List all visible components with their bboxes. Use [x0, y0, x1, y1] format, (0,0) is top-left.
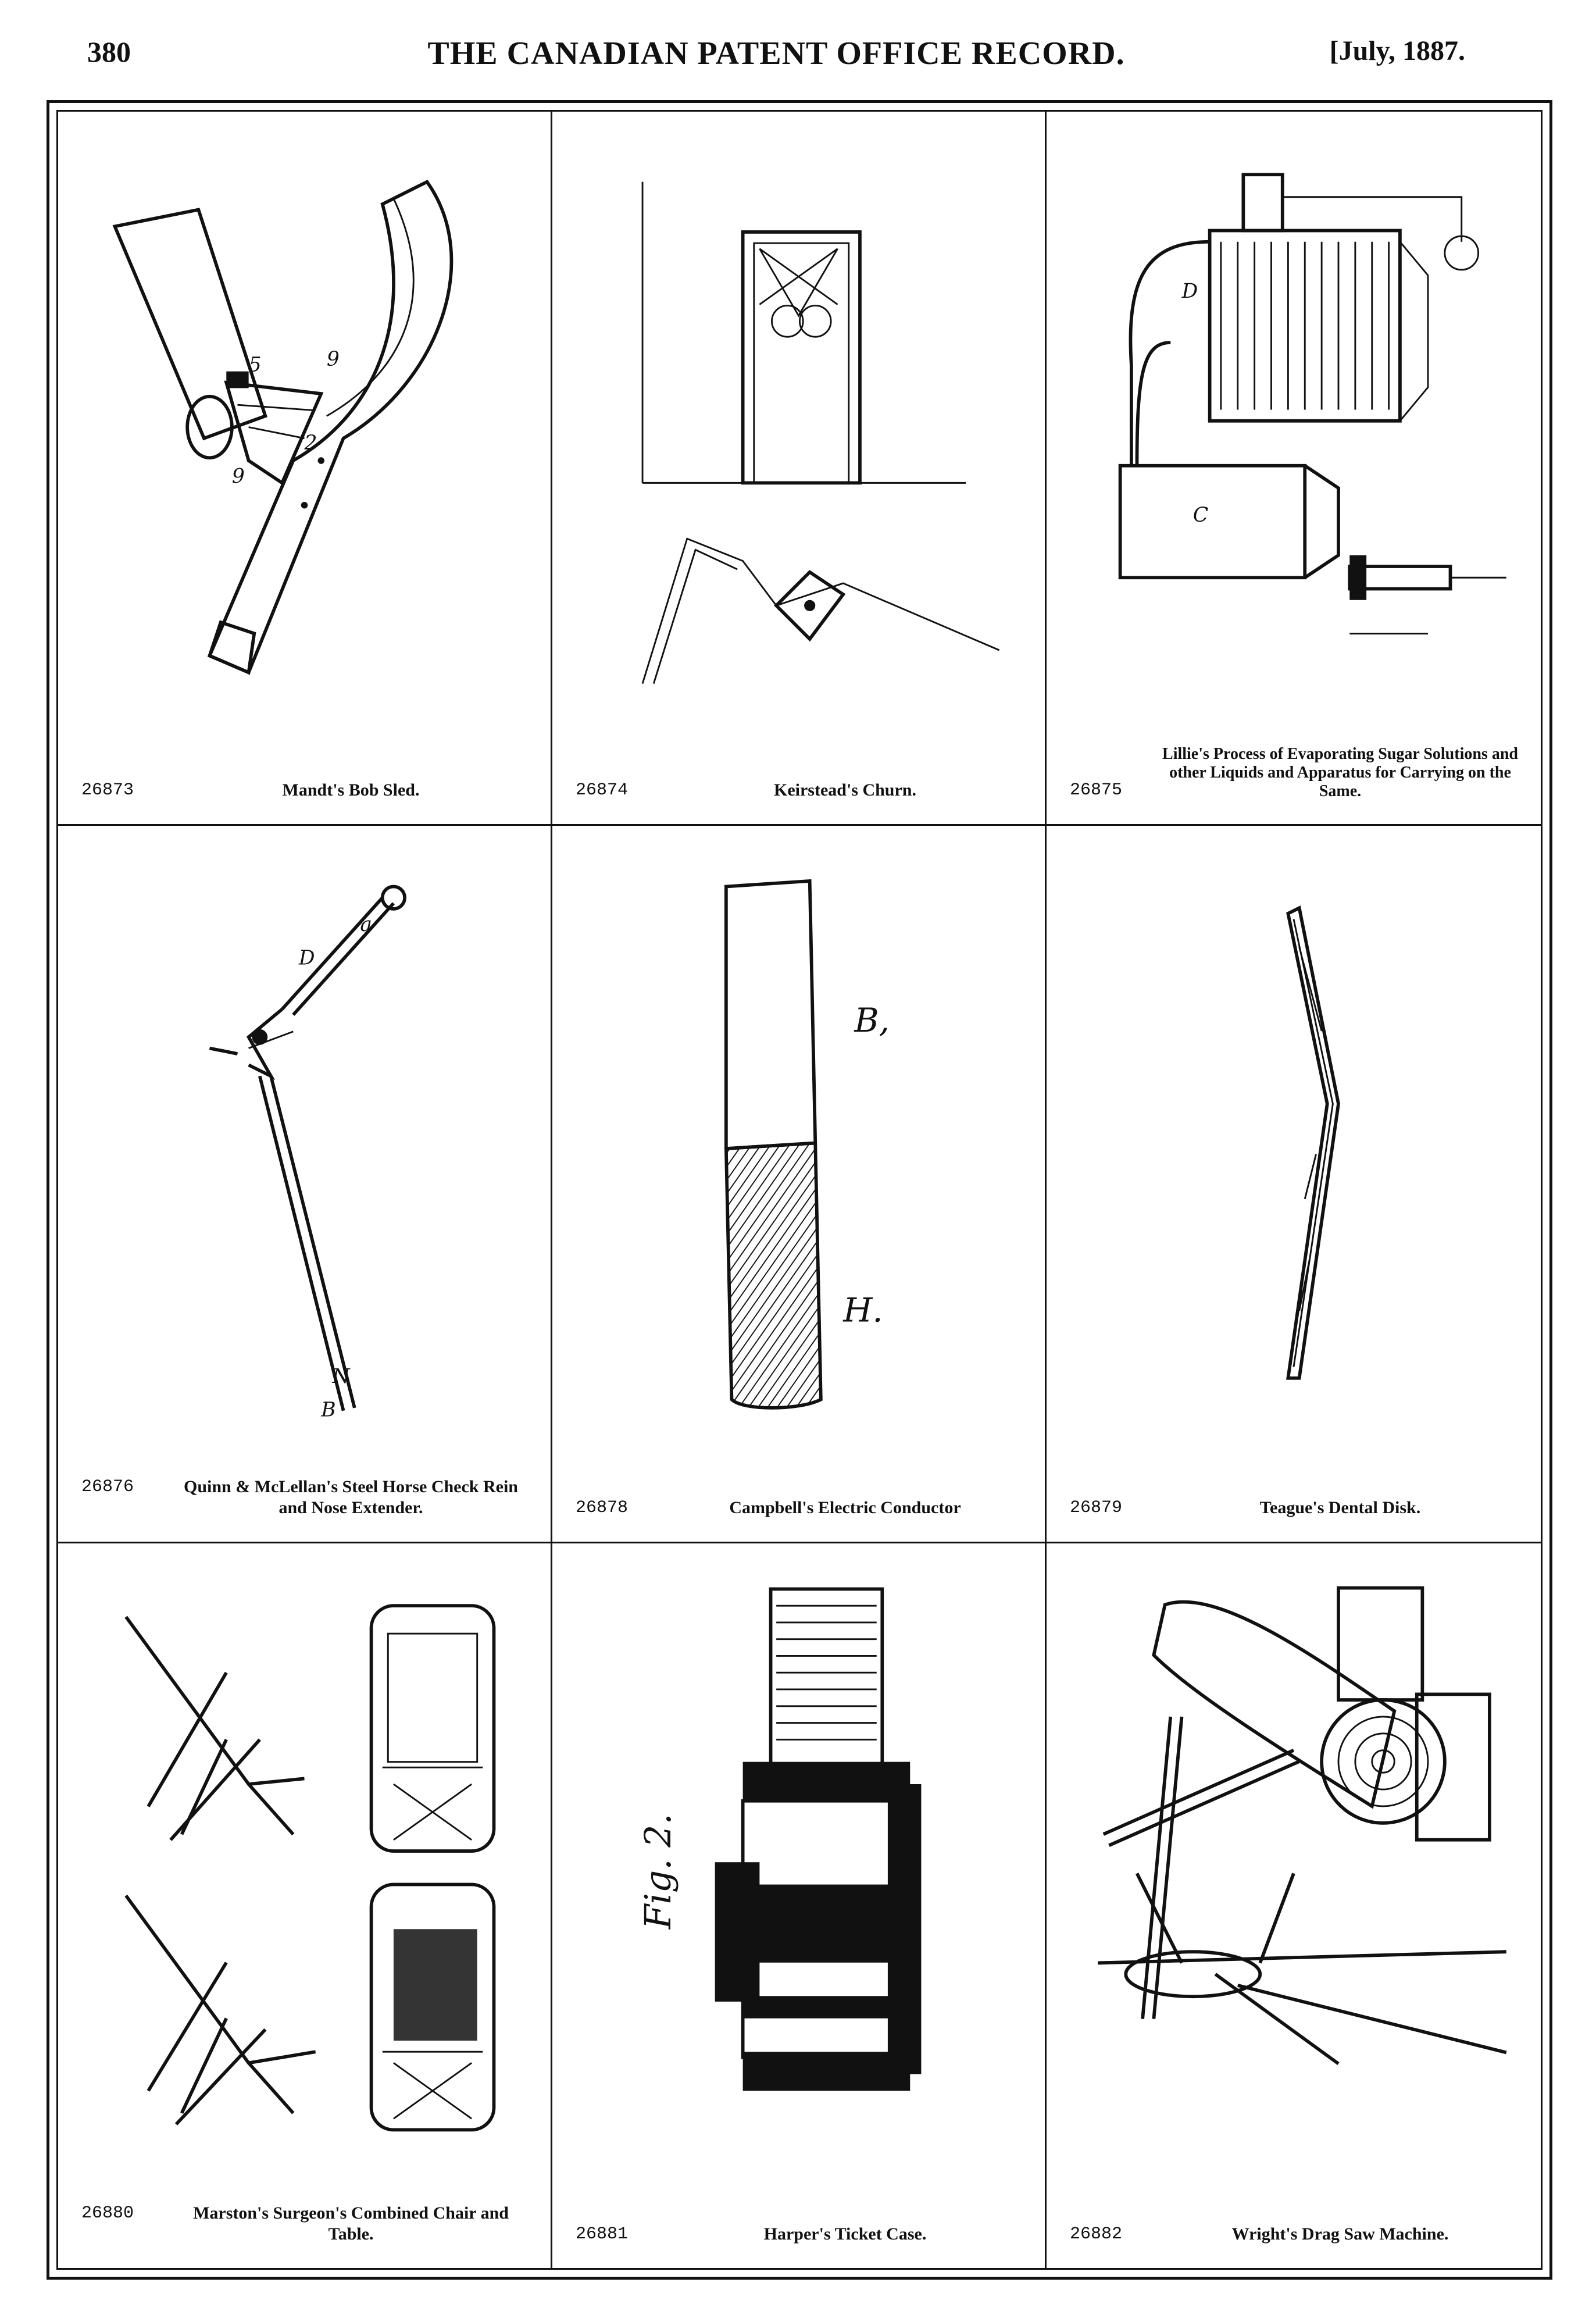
electric-conductor-drawing: B, H.	[724, 879, 890, 1410]
patent-plate-grid: 5 9 2 9 26873 Mandt's Bob Sled. 26874 Keir…	[56, 110, 1543, 2270]
check-rein-drawing: Da NB	[209, 885, 406, 1421]
patent-cell-churn: 26874 Keirstead's Churn.	[552, 112, 1047, 826]
bob-sled-drawing: 5 9 2 9	[112, 179, 454, 675]
patent-title: Campbell's Electric Conductor	[729, 1498, 961, 1517]
patent-title: Wright's Drag Saw Machine.	[1231, 2224, 1449, 2244]
patent-cell-drag-saw: 26882 Wright's Drag Saw Machine.	[1047, 1543, 1541, 2268]
label-b: B,	[854, 1001, 890, 1040]
page-title: THE CANADIAN PATENT OFFICE RECORD.	[427, 35, 1125, 72]
churn-drawing	[641, 181, 1000, 684]
issue-date: [July, 1887.	[1329, 35, 1465, 66]
svg-text:2: 2	[304, 432, 317, 455]
patent-cell-bob-sled: 5 9 2 9 26873 Mandt's Bob Sled.	[58, 112, 552, 826]
svg-text:B: B	[320, 1398, 335, 1421]
surgeon-chair-drawing	[124, 1604, 496, 2132]
patent-title: Lillie's Process of Evaporating Sugar So…	[1162, 745, 1518, 800]
label-h: H.	[842, 1290, 883, 1329]
drag-saw-drawing	[1098, 1586, 1507, 2066]
patent-title: Quinn & McLellan's Steel Horse Check Rei…	[184, 1477, 518, 1517]
svg-text:5: 5	[249, 354, 262, 377]
svg-text:9: 9	[327, 348, 340, 371]
svg-text:N: N	[331, 1365, 351, 1388]
patent-number: 26880	[81, 2203, 134, 2223]
svg-text:C: C	[1193, 504, 1209, 527]
evaporator-drawing: DC	[1118, 173, 1506, 634]
patent-cell-ticket-case: Fig. 2. 26881 Harper's Ticket Case.	[552, 1543, 1047, 2268]
fig-label: Fig. 2.	[638, 1813, 679, 1930]
patent-cell-surgeon-chair: 26880 Marston's Surgeon's Combined Chair…	[58, 1543, 552, 2268]
svg-text:a: a	[360, 913, 372, 936]
patent-number: 26876	[81, 1477, 134, 1497]
page-header: 380 THE CANADIAN PATENT OFFICE RECORD. […	[87, 35, 1465, 81]
patent-number: 26875	[1070, 780, 1123, 800]
patent-number: 26881	[576, 2224, 629, 2244]
svg-text:D: D	[1181, 280, 1198, 303]
patent-number: 26878	[576, 1498, 629, 1518]
patent-number: 26873	[81, 780, 134, 800]
patent-number: 26882	[1070, 2224, 1123, 2244]
patent-title: Keirstead's Churn.	[773, 780, 916, 800]
ticket-case-drawing: Fig. 2.	[638, 1587, 922, 2091]
patent-number: 26874	[576, 780, 629, 800]
patent-title: Teague's Dental Disk.	[1259, 1498, 1421, 1517]
patent-number: 26879	[1070, 1498, 1123, 1518]
dental-disk-drawing	[1286, 905, 1340, 1380]
patent-title: Marston's Surgeon's Combined Chair and T…	[193, 2203, 509, 2244]
svg-text:9: 9	[232, 465, 245, 488]
svg-text:D: D	[298, 947, 315, 970]
patent-cell-dental-disk: 26879 Teague's Dental Disk.	[1047, 826, 1541, 1543]
patent-cell-electric-conductor: B, H. 26878 Campbell's Electric Conducto…	[552, 826, 1047, 1543]
patent-title: Harper's Ticket Case.	[763, 2224, 927, 2244]
patent-title: Mandt's Bob Sled.	[282, 780, 420, 800]
patent-plate-frame: 5 9 2 9 26873 Mandt's Bob Sled. 26874 Keir…	[47, 100, 1552, 2280]
page-number: 380	[87, 35, 131, 68]
